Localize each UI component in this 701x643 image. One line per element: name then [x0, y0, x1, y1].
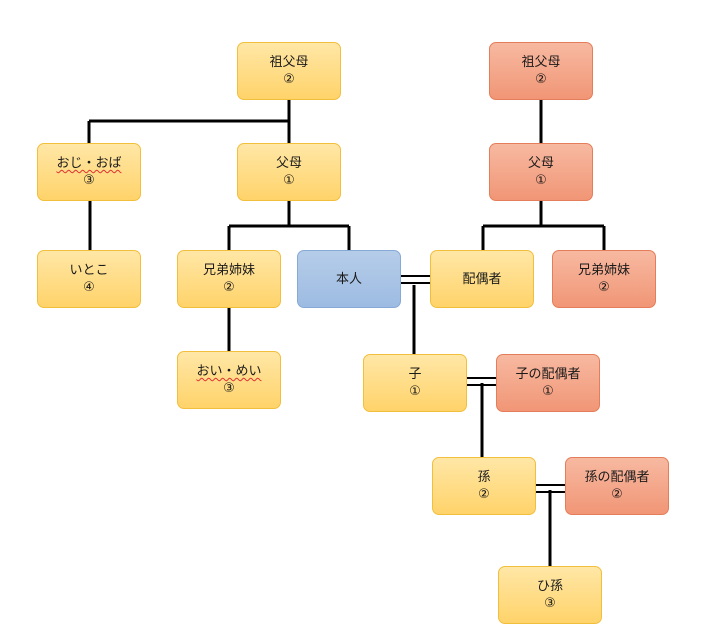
node-label: 本人: [335, 271, 362, 287]
node-child[interactable]: 子 ①: [363, 354, 467, 412]
node-label: 子: [408, 367, 422, 382]
node-label: 父母: [275, 156, 302, 171]
node-degree: ③: [544, 596, 556, 611]
node-label: おじ・おば: [56, 156, 122, 171]
node-parents-own[interactable]: 父母 ①: [237, 143, 341, 201]
node-grandparents-own[interactable]: 祖父母 ②: [237, 42, 341, 100]
node-nephew-niece[interactable]: おい・めい ③: [177, 351, 281, 409]
node-label: 孫: [477, 470, 491, 485]
node-label: いとこ: [69, 263, 109, 278]
node-degree: ④: [83, 280, 95, 295]
node-degree: ③: [83, 173, 95, 188]
node-spouse[interactable]: 配偶者: [430, 250, 534, 308]
node-degree: ②: [611, 487, 623, 502]
node-grandparents-spouse[interactable]: 祖父母 ②: [489, 42, 593, 100]
node-grandchild[interactable]: 孫 ②: [432, 457, 536, 515]
node-degree: ③: [223, 381, 235, 396]
node-label: 兄弟姉妹: [202, 263, 255, 278]
node-label: 孫の配偶者: [584, 470, 650, 485]
node-uncle-aunt[interactable]: おじ・おば ③: [37, 143, 141, 201]
node-label: 父母: [527, 156, 554, 171]
node-siblings-spouse[interactable]: 兄弟姉妹 ②: [552, 250, 656, 308]
node-label: 兄弟姉妹: [577, 263, 630, 278]
node-degree: ①: [535, 173, 547, 188]
node-label: おい・めい: [196, 364, 262, 379]
node-label: ひ孫: [536, 579, 563, 594]
node-degree: ②: [535, 72, 547, 87]
node-siblings-own[interactable]: 兄弟姉妹 ②: [177, 250, 281, 308]
node-degree: ②: [598, 280, 610, 295]
node-parents-spouse[interactable]: 父母 ①: [489, 143, 593, 201]
node-grandchild-spouse[interactable]: 孫の配偶者 ②: [565, 457, 669, 515]
node-self[interactable]: 本人: [297, 250, 401, 308]
node-label: 配偶者: [462, 271, 502, 287]
node-degree: ②: [223, 280, 235, 295]
node-great-grandchild[interactable]: ひ孫 ③: [498, 566, 602, 624]
node-degree: ①: [409, 384, 421, 399]
node-degree: ②: [283, 72, 295, 87]
node-label: 祖父母: [269, 55, 309, 70]
node-degree: ①: [283, 173, 295, 188]
node-label: 子の配偶者: [515, 367, 581, 382]
node-degree: ②: [478, 487, 490, 502]
node-label: 祖父母: [521, 55, 561, 70]
node-degree: ①: [542, 384, 554, 399]
node-cousin[interactable]: いとこ ④: [37, 250, 141, 308]
node-child-spouse[interactable]: 子の配偶者 ①: [496, 354, 600, 412]
